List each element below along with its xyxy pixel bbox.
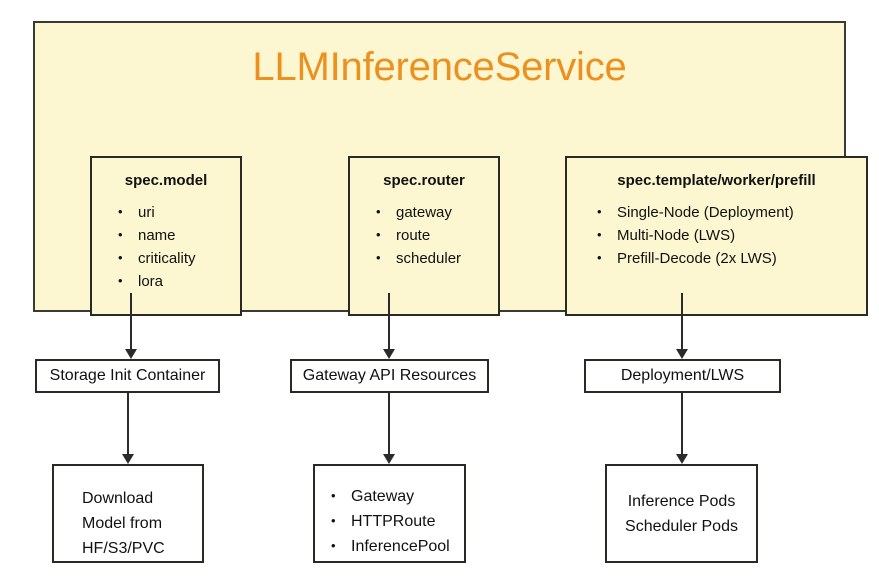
download-model-box: Download Model from HF/S3/PVC (52, 464, 204, 563)
spec-router-title: spec.router (383, 172, 465, 189)
list-item: gateway (376, 200, 498, 224)
list-item: Gateway (331, 483, 464, 509)
arrow-head (122, 454, 134, 464)
list-item: Prefill-Decode (2x LWS) (597, 246, 866, 270)
deployment-lws-label: Deployment/LWS (620, 367, 745, 384)
download-model-label: Download Model from HF/S3/PVC (82, 490, 165, 557)
gateway-resources-box: Gateway HTTPRoute InferencePool (313, 464, 466, 563)
list-item: route (376, 223, 498, 247)
llm-inference-service-panel: LLMInferenceService spec.model uri name … (33, 21, 868, 316)
arrow-line (388, 393, 390, 454)
storage-init-container-label: Storage Init Container (49, 367, 206, 384)
inference-scheduler-pods-box: Inference Pods Scheduler Pods (605, 464, 758, 563)
gateway-resources-list: Gateway HTTPRoute InferencePool (315, 483, 464, 559)
arrow-head (383, 349, 395, 359)
list-item: name (118, 223, 240, 247)
gateway-api-resources-box: Gateway API Resources (290, 359, 489, 393)
spec-model-title: spec.model (124, 172, 208, 189)
list-item: uri (118, 200, 240, 224)
arrow-head (383, 454, 395, 464)
arrow-line (681, 393, 683, 454)
arrow-head (125, 349, 137, 359)
gateway-api-resources-label: Gateway API Resources (302, 367, 477, 384)
arrow-line (127, 393, 129, 454)
arrow-head (676, 349, 688, 359)
list-item: Single-Node (Deployment) (597, 200, 866, 224)
arrow-head (676, 454, 688, 464)
spec-router-list: gateway route scheduler (350, 200, 498, 270)
spec-model-box: spec.model uri name criticality lora (90, 156, 242, 316)
list-item: criticality (118, 246, 240, 270)
list-item: HTTPRoute (331, 508, 464, 534)
page-title: LLMInferenceService (252, 45, 627, 89)
spec-model-list: uri name criticality lora (92, 200, 240, 293)
list-item: Multi-Node (LWS) (597, 223, 866, 247)
list-item: scheduler (376, 246, 498, 270)
deployment-lws-box: Deployment/LWS (584, 359, 781, 393)
spec-template-title: spec.template/worker/prefill (617, 172, 816, 189)
list-item: InferencePool (331, 533, 464, 559)
spec-template-list: Single-Node (Deployment) Multi-Node (LWS… (567, 200, 866, 270)
spec-router-box: spec.router gateway route scheduler (348, 156, 500, 316)
storage-init-container-box: Storage Init Container (35, 359, 220, 393)
spec-template-worker-prefill-box: spec.template/worker/prefill Single-Node… (565, 156, 868, 316)
list-item: lora (118, 269, 240, 293)
inference-scheduler-pods-label: Inference Pods Scheduler Pods (625, 492, 738, 535)
